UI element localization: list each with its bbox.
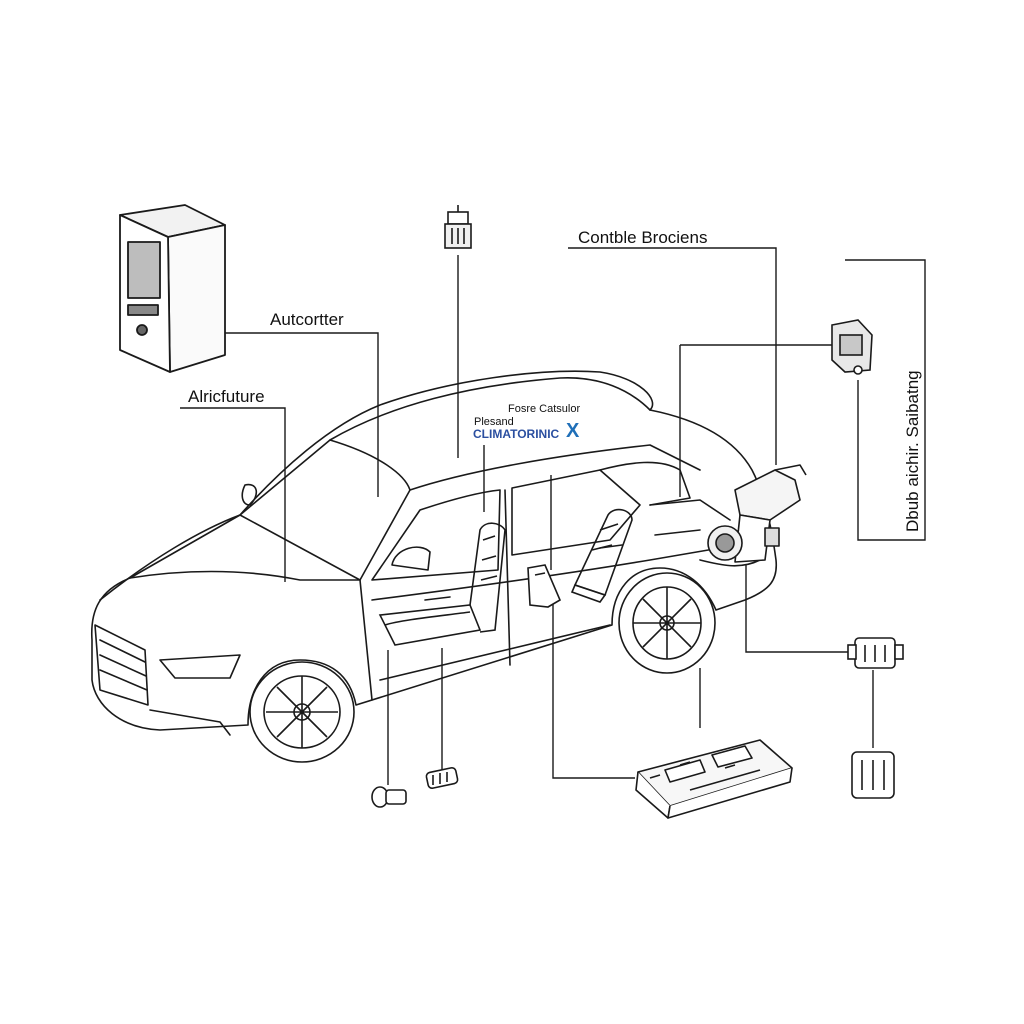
compressor-unit <box>707 464 807 563</box>
door-actuator <box>527 564 562 608</box>
control-unit-box <box>119 204 226 373</box>
relay-block <box>847 637 904 669</box>
front-seat <box>378 522 506 646</box>
label-autocontroller: Autcortter <box>270 310 344 329</box>
car-body <box>90 370 778 736</box>
connector-block <box>851 751 895 799</box>
rear-seat <box>570 508 633 603</box>
rear-wheel <box>618 572 716 674</box>
control-board <box>635 739 793 819</box>
connector-right <box>425 767 459 789</box>
label-contble: Contble Brociens <box>578 228 707 247</box>
connector-left <box>371 786 407 808</box>
plate-brand-name: CLIMATORINIC <box>473 427 560 441</box>
plate-brand-mark: X <box>566 420 580 442</box>
sensor-module <box>831 319 873 375</box>
brand-plate: Fosre Catsulor Plesand CLIMATORINIC X <box>473 403 580 442</box>
label-side-vertical: Dbub aichir. Saibatng <box>903 370 922 532</box>
plate-line-1: Fosre Catsulor <box>508 403 580 415</box>
label-alriculea: Alricfuture <box>188 387 265 406</box>
leader-lines <box>180 247 926 785</box>
plug-component <box>444 205 472 249</box>
plate-line-2: Plesand <box>474 416 514 428</box>
front-wheel <box>249 661 355 763</box>
